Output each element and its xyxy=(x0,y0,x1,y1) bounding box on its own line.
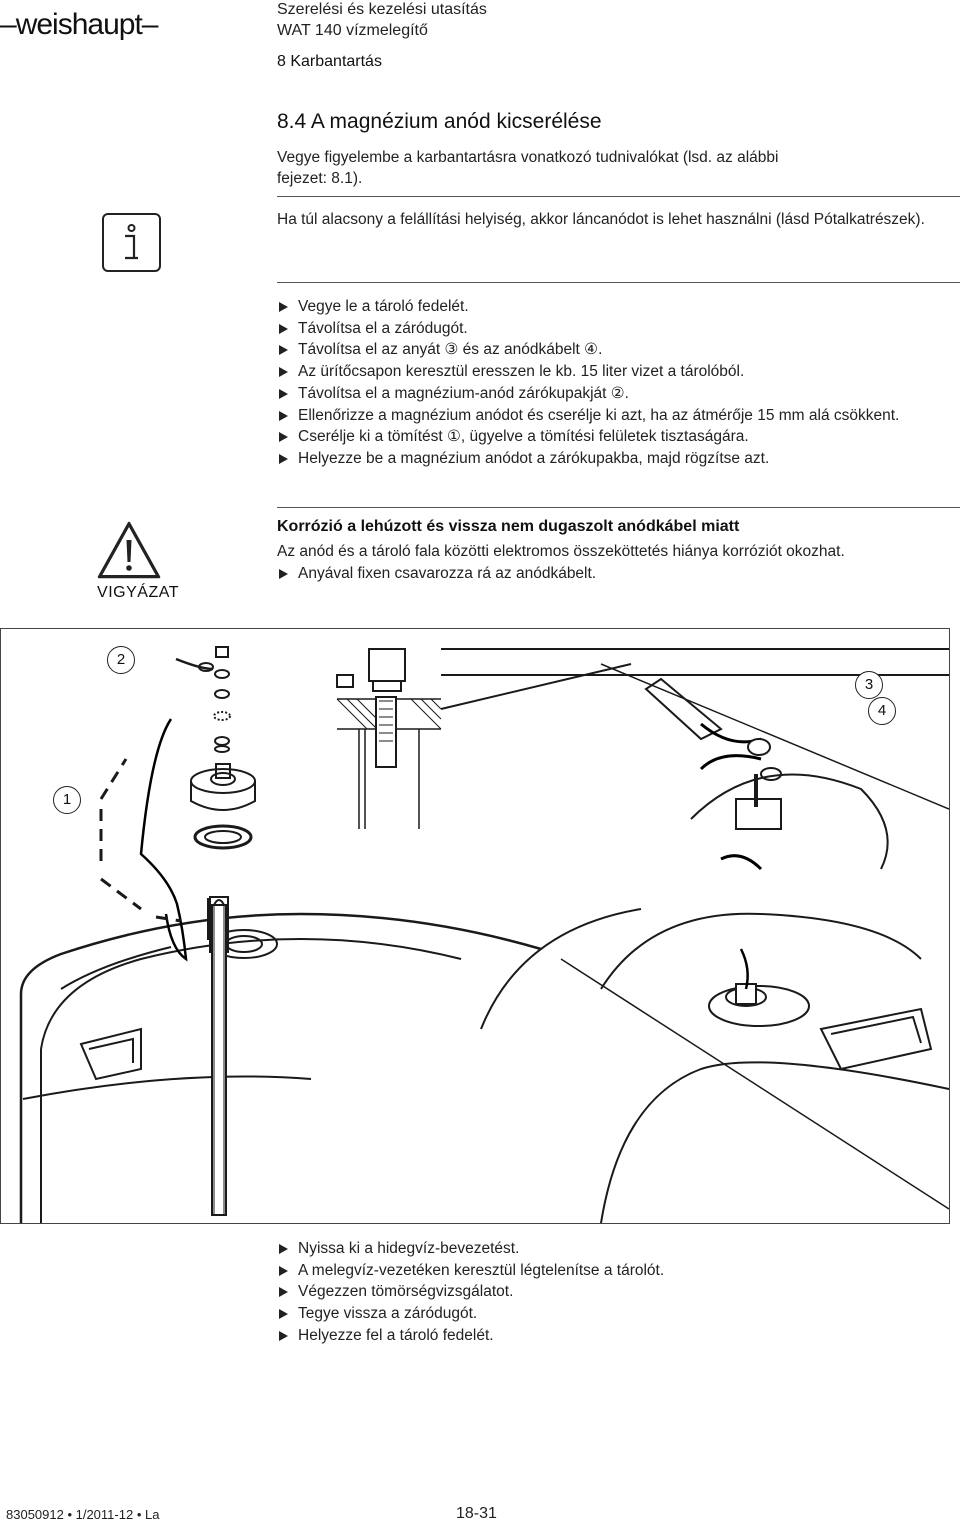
list-item: Távolítsa el a záródugót. xyxy=(277,318,960,340)
list-item: Cserélje ki a tömítést ①, ügyelve a tömí… xyxy=(277,426,960,448)
final-step-list: Nyissa ki a hidegvíz-bevezetést. A meleg… xyxy=(277,1238,960,1347)
section-title: 8.4 A magnézium anód kicserélése xyxy=(277,110,602,133)
list-item: Vegye le a tároló fedelét. xyxy=(277,296,960,318)
list-item: Az ürítőcsapon keresztül eresszen le kb.… xyxy=(277,361,960,383)
list-item: Nyissa ki a hidegvíz-bevezetést. xyxy=(277,1238,960,1260)
warning-label: VIGYÁZAT xyxy=(97,584,179,601)
list-item: Távolítsa el a magnézium-anód zárókupakj… xyxy=(277,383,960,405)
callout-2: 2 xyxy=(107,646,135,674)
warning-title: Korrózió a lehúzott és vissza nem dugasz… xyxy=(277,518,740,535)
step-list: Vegye le a tároló fedelét. Távolítsa el … xyxy=(277,296,960,470)
list-item: Ellenőrizze a magnézium anódot és cserél… xyxy=(277,405,960,427)
weishaupt-logo: ‒weishaupt‒ xyxy=(0,8,158,41)
divider xyxy=(277,196,960,197)
list-item: Tegye vissza a záródugót. xyxy=(277,1303,960,1325)
callout-1: 1 xyxy=(53,786,81,814)
chapter-title: 8 Karbantartás xyxy=(277,53,382,70)
anode-replacement-illustration: 2 1 3 4 xyxy=(0,628,950,1224)
list-item: Helyezze be a magnézium anódot a zárókup… xyxy=(277,448,960,470)
info-icon xyxy=(102,213,161,272)
list-item: Végezzen tömörségvizsgálatot. xyxy=(277,1281,960,1303)
list-item: Távolítsa el az anyát ③ és az anódkábelt… xyxy=(277,339,960,361)
callout-3: 3 xyxy=(855,671,883,699)
divider xyxy=(277,507,960,508)
product-name: WAT 140 vízmelegítő xyxy=(277,22,428,39)
info-note: Ha túl alacsony a felállítási helyiség, … xyxy=(277,211,925,228)
doc-title: Szerelési és kezelési utasítás xyxy=(277,1,487,18)
warning-text: Az anód és a tároló fala közötti elektro… xyxy=(277,543,845,560)
list-item: Helyezze fel a tároló fedelét. xyxy=(277,1325,960,1347)
intro-text: Vegye figyelembe a karbantartásra vonatk… xyxy=(277,149,779,187)
warning-action: Anyával fixen csavarozza rá az anódkábel… xyxy=(277,563,960,585)
list-item: Anyával fixen csavarozza rá az anódkábel… xyxy=(277,563,960,585)
page-number: 18-31 xyxy=(456,1505,497,1522)
divider xyxy=(277,282,960,283)
document-number: 83050912 • 1/2011-12 • La xyxy=(6,1507,160,1522)
callout-4: 4 xyxy=(868,697,896,725)
list-item: A melegvíz-vezetéken keresztül légtelení… xyxy=(277,1260,960,1282)
warning-triangle-icon xyxy=(96,520,162,585)
